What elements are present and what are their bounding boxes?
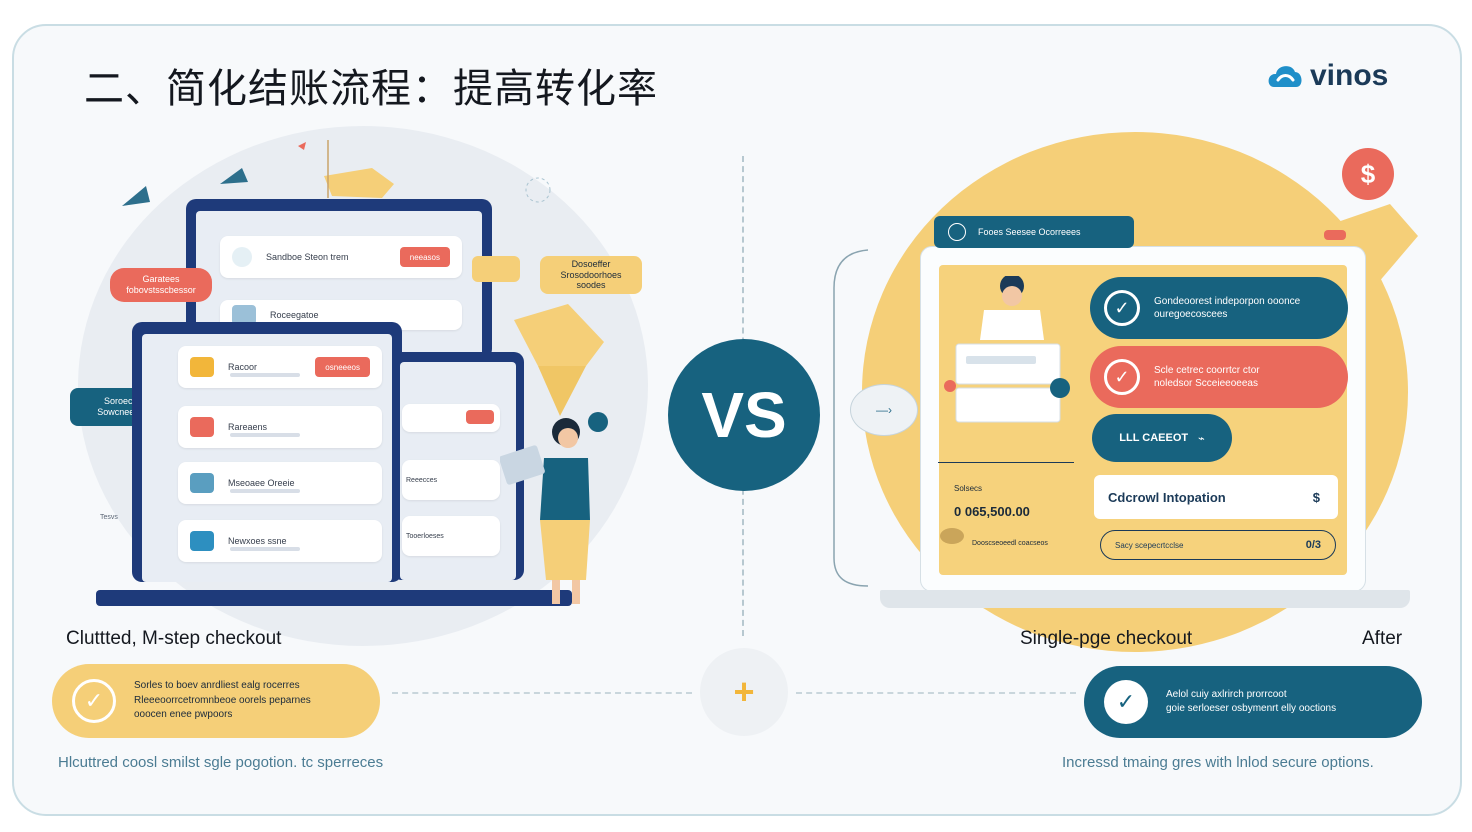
left-footnote: Hlcuttred coosl smilst sgle pogotion. tc…	[58, 754, 384, 771]
brand-logo: vinos	[1268, 56, 1388, 96]
note-bubble-coral: Garatees fobovstsscbessor	[110, 268, 212, 302]
side-card-button[interactable]	[466, 410, 494, 424]
vs-badge: VS	[668, 339, 820, 491]
text-placeholder-bar	[230, 489, 300, 493]
price-label: Solsecs	[954, 484, 983, 493]
cart-icon	[190, 473, 214, 493]
front-card-1-label: Racoor	[228, 362, 258, 372]
shield-icon	[948, 223, 966, 241]
funnel-decor	[514, 304, 604, 416]
search-icon	[232, 247, 252, 267]
side-card-2-label: Reeecces	[406, 476, 438, 484]
page-title: 二、简化结账流程：提高转化率	[84, 66, 658, 112]
front-card-4[interactable]: Newxoes ssne	[178, 520, 382, 562]
payment-info-label: Cdcrowl Intopation	[1108, 489, 1226, 505]
front-card-2[interactable]: Rareaens	[178, 406, 382, 448]
person-illustration	[500, 412, 608, 604]
person-desk-illustration	[944, 276, 1070, 423]
total-price: 0 065,500.00	[954, 504, 1030, 519]
front-card-1[interactable]: Racoor osneeeos	[178, 346, 382, 388]
credit-card-icon	[190, 417, 214, 437]
checkmark-icon: ✓	[1104, 290, 1140, 326]
small-side-label: Tesvs	[100, 514, 118, 521]
feature-pill-coral[interactable]: ✓ Scle cetrec coorrtcr ctor noledsor Scc…	[1090, 346, 1348, 408]
note-bubble-yellow: Dosoeffer Srosodoorhoes soodes	[540, 256, 642, 294]
coins-icon	[940, 528, 964, 544]
top-tag-label: Fooes Seesee Ocorreees	[978, 227, 1081, 237]
checkmark-icon: ✓	[1104, 359, 1140, 395]
decor-shapes-left	[122, 140, 551, 206]
right-footnote: Incressd tmaing gres with lnlod secure o…	[1062, 754, 1374, 771]
connector-right	[796, 692, 1076, 694]
document-icon	[190, 531, 214, 551]
feature-pill-teal[interactable]: ✓ Gondeoorest indeporpon ooonce ouregoec…	[1090, 277, 1348, 339]
checkmark-icon: ✓	[1104, 680, 1148, 724]
front-card-2-label: Rareaens	[228, 422, 268, 432]
text-placeholder-bar	[230, 433, 300, 437]
back-card-label: Sandboe Steon trem	[266, 252, 349, 262]
dollar-icon: $	[1312, 489, 1320, 505]
left-summary-text: Sorles to boev anrdliest ealg rocerres R…	[134, 680, 311, 721]
option-field[interactable]: Sacy scepecrtcclse 0/3	[1100, 530, 1336, 560]
laptop-base	[96, 590, 572, 606]
package-icon	[190, 357, 214, 377]
right-caption: Single-pge checkout	[1020, 628, 1193, 649]
checkout-button[interactable]: LLL CAEEOT ⌁	[1092, 414, 1232, 462]
side-card-2[interactable]: Reeecces	[402, 460, 500, 500]
front-card-1-button[interactable]: osneeeos	[315, 357, 370, 377]
checkout-button-label: LLL CAEEOT	[1119, 432, 1189, 444]
front-card-4-label: Newxoes ssne	[228, 536, 287, 546]
arc-outline	[833, 249, 869, 587]
feature-pill-teal-text: Gondeoorest indeporpon ooonce ouregoecos…	[1154, 295, 1301, 321]
screen-divider	[938, 462, 1074, 463]
text-placeholder-bar	[230, 373, 300, 377]
price-sub-label: Dooscseoeedl coacseos	[972, 540, 1048, 547]
dollar-coin-icon: $	[1342, 148, 1394, 200]
back-card2-label: Roceegatoe	[270, 310, 319, 320]
arrow-bubble: —›	[850, 384, 918, 436]
left-caption: Cluttted, M-step checkout	[66, 628, 282, 649]
left-summary-pill: ✓ Sorles to boev anrdliest ealg rocerres…	[52, 664, 380, 738]
right-monitor-base	[880, 590, 1410, 608]
arrow-right-icon: —›	[876, 403, 892, 417]
arrow-decor	[1324, 204, 1418, 304]
front-card-3-label: Mseoaee Oreeie	[228, 478, 295, 488]
feature-pill-coral-text: Scle cetrec coorrtcr ctor noledsor Sccei…	[1154, 364, 1260, 390]
package-icon	[232, 305, 256, 325]
option-field-value: 0/3	[1305, 539, 1321, 551]
side-card-3-label: Tooerloeses	[406, 532, 444, 540]
cloud-logo-icon	[1268, 66, 1302, 87]
option-field-label: Sacy scepecrtcclse	[1115, 540, 1184, 550]
checkmark-icon: ✓	[72, 679, 116, 723]
plus-icon: +	[700, 648, 788, 736]
top-tag: Fooes Seesee Ocorreees	[934, 216, 1134, 248]
back-checkout-card[interactable]: Sandboe Steon trem neeasos	[220, 236, 462, 278]
after-label: After	[1362, 628, 1403, 649]
right-summary-pill: ✓ Aelol cuiy axlrirch prorrcoot goie ser…	[1084, 666, 1422, 738]
right-summary-text: Aelol cuiy axlrirch prorrcoot goie serlo…	[1166, 688, 1337, 715]
side-card-1[interactable]	[402, 404, 500, 432]
svg-text:$: $	[1361, 159, 1376, 189]
side-card-3[interactable]: Tooerloeses	[402, 516, 500, 556]
back-card-button[interactable]: neeasos	[399, 247, 450, 267]
payment-info-field[interactable]: Cdcrowl Intopation $	[1094, 475, 1338, 519]
connector-left	[392, 692, 692, 694]
front-card-3[interactable]: Mseoaee Oreeie	[178, 462, 382, 504]
text-placeholder-bar	[230, 547, 300, 551]
arrow-icon: ⌁	[1198, 432, 1205, 445]
small-yellow-tag	[472, 256, 520, 282]
brand-name: vinos	[1310, 59, 1389, 92]
